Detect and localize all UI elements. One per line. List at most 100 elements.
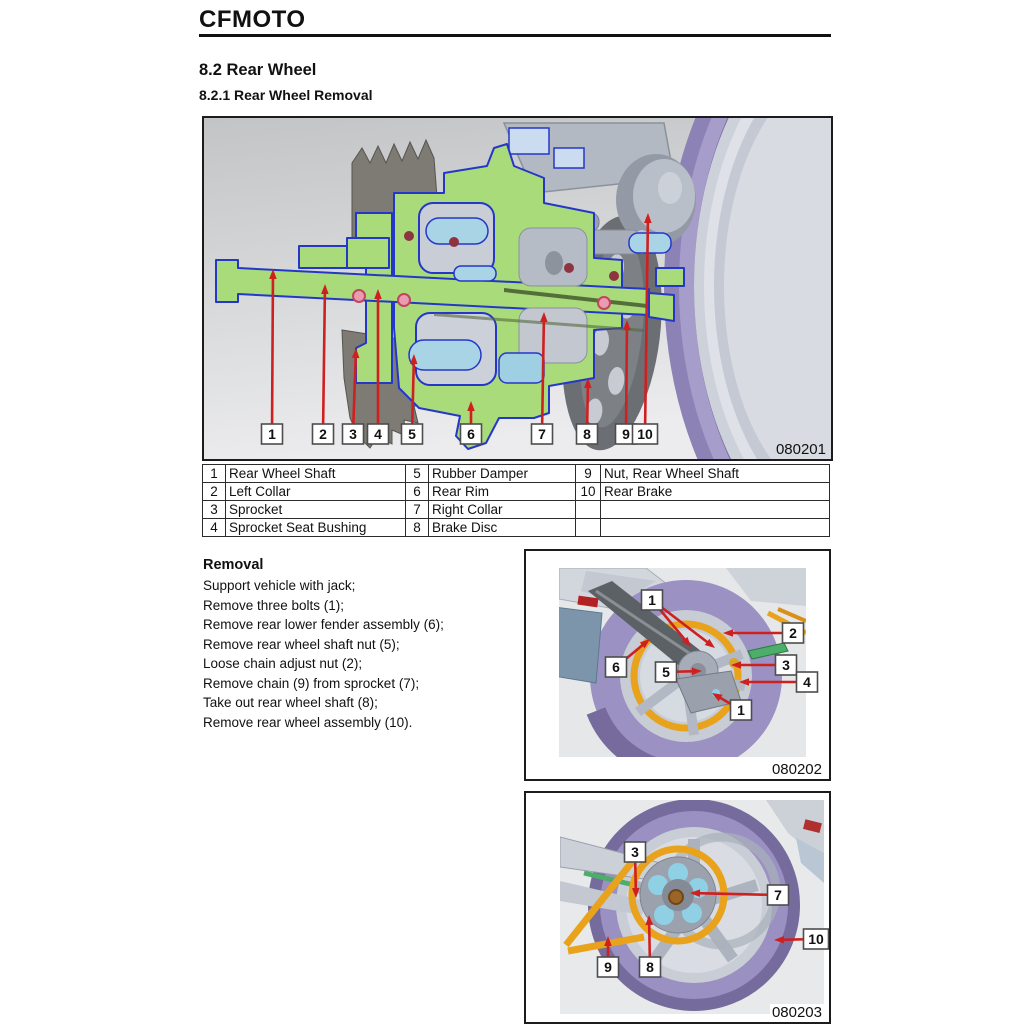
callout-arrow: [410, 360, 416, 435]
callout-arrowhead: [723, 629, 733, 637]
callout-arrowhead: [681, 636, 691, 647]
callout-arrowhead: [739, 678, 749, 686]
callout-box-1: [729, 699, 753, 721]
part-number-cell: [575, 518, 601, 537]
figure-code: 080202: [769, 761, 824, 778]
callout-number: 2: [319, 426, 327, 442]
callout-box-4: [795, 671, 819, 693]
callout-box-8: [638, 956, 662, 978]
part-name-cell: Sprocket Seat Bushing: [225, 518, 406, 537]
callout-arrowhead: [712, 693, 723, 702]
callout-box-3: [774, 654, 798, 676]
cross-section-artwork: [204, 118, 831, 459]
callout-number: 1: [268, 426, 276, 442]
removal-step: Remove rear wheel assembly (10).: [203, 714, 413, 730]
header-rule: [199, 34, 831, 37]
callout-box-7: [530, 423, 554, 445]
part-name-cell: Left Collar: [225, 482, 406, 501]
part-number-cell: 5: [405, 464, 429, 483]
callout-arrowhead: [374, 289, 382, 299]
figure-code: 080201: [775, 441, 826, 458]
part-name-cell: Rear Rim: [428, 482, 576, 501]
callout-box-3: [623, 841, 647, 863]
callout-arrowhead: [467, 401, 475, 411]
part-name-cell: [600, 518, 830, 537]
callout-arrowhead: [704, 638, 715, 648]
part-name-cell: Right Collar: [428, 500, 576, 519]
callout-number: 6: [612, 659, 620, 675]
part-number-cell: 10: [575, 482, 601, 501]
removal-step: Remove chain (9) from sprocket (7);: [203, 675, 420, 691]
callout-box-9: [596, 956, 620, 978]
callout-arrow: [540, 318, 546, 435]
callout-arrow: [321, 290, 327, 435]
part-name-cell: Rubber Damper: [428, 464, 576, 483]
callout-box-1: [260, 423, 284, 445]
part-number-cell: 2: [202, 482, 226, 501]
removal-section: Removal Support vehicle with jack;Remove…: [203, 557, 513, 732]
part-number-cell: 7: [405, 500, 429, 519]
callout-arrowhead: [321, 284, 329, 295]
callout-arrowhead: [409, 354, 418, 365]
callout-box-2: [781, 622, 805, 644]
part-number-cell: 1: [202, 464, 226, 483]
part-name-cell: Sprocket: [225, 500, 406, 519]
callout-box-6: [604, 656, 628, 678]
part-name-cell: [600, 500, 830, 519]
figure-code: 080203: [769, 1004, 824, 1021]
callout-number: 4: [374, 426, 382, 442]
removal-step: Loose chain adjust nut (2);: [203, 656, 363, 671]
callout-number: 1: [737, 702, 745, 718]
callout-number: 1: [648, 592, 656, 608]
brand-logo-text: CFMOTO: [199, 6, 306, 33]
part-name-cell: Rear Brake: [600, 482, 830, 501]
section-title: 8.2 Rear Wheel: [199, 61, 317, 79]
callout-number: 4: [803, 674, 811, 690]
subsection-title: 8.2.1 Rear Wheel Removal: [199, 87, 373, 103]
callout-arrowhead: [351, 348, 360, 359]
part-number-cell: 3: [202, 500, 226, 519]
callout-arrowhead: [584, 378, 592, 389]
callout-number: 6: [467, 426, 475, 442]
callout-box-10: [802, 928, 829, 950]
callout-box-4: [366, 423, 390, 445]
callout-number: 10: [637, 426, 653, 442]
callout-arrow: [696, 891, 779, 897]
part-number-cell: 9: [575, 464, 601, 483]
callout-box-7: [766, 884, 790, 906]
removal-step: Take out rear wheel shaft (8);: [203, 695, 378, 710]
callout-number: 9: [622, 426, 630, 442]
callout-arrow: [624, 326, 629, 435]
callout-arrowhead: [731, 661, 741, 669]
part-name-cell: Brake Disc: [428, 518, 576, 537]
callout-box-2: [311, 423, 335, 445]
callout-number: 3: [349, 426, 357, 442]
callout-box-3: [341, 423, 365, 445]
callout-number: 5: [408, 426, 416, 442]
callout-arrowhead: [269, 269, 277, 280]
callout-box-6: [459, 423, 483, 445]
callout-arrowhead: [623, 320, 631, 331]
callout-box-5: [400, 423, 424, 445]
removal-step: Remove rear wheel shaft nut (5);: [203, 636, 400, 652]
callout-arrow: [351, 354, 358, 435]
part-number-cell: 4: [202, 518, 226, 537]
callout-number: 7: [538, 426, 546, 442]
callout-number: 9: [604, 959, 612, 975]
callout-arrowhead: [540, 312, 548, 323]
callout-number: 3: [631, 844, 639, 860]
callout-arrowhead: [631, 887, 640, 898]
callout-arrowhead: [604, 936, 612, 946]
callout-box-10: [631, 423, 659, 445]
